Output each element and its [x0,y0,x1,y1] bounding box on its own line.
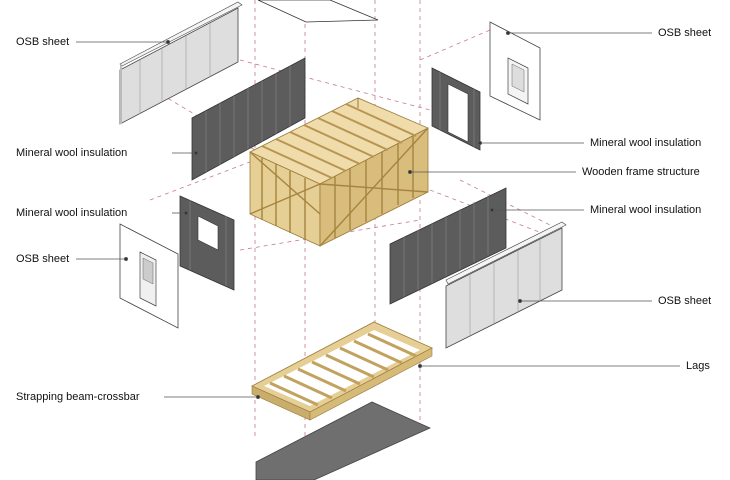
foundation-slab [255,401,431,480]
osb-sheet-right-mid [445,221,567,349]
osb-sheet-right-top [489,21,541,121]
label-lags: Lags [686,360,710,372]
lags-floor-frame [251,321,433,421]
label-mineral-wool-right-mid: Mineral wool insulation [590,204,702,216]
label-osb-sheet-right-mid: OSB sheet [658,295,712,307]
osb-sheet-left-mid [119,223,179,329]
mineral-wool-left-top [191,57,306,181]
roof-panel [257,0,379,23]
label-mineral-wool-left-top: Mineral wool insulation [16,147,128,159]
label-osb-sheet-right-top: OSB sheet [658,27,712,39]
label-strapping-beam-crossbar: Strapping beam-crossbar [16,391,140,403]
mineral-wool-left-mid [179,195,235,291]
label-mineral-wool-left-mid: Mineral wool insulation [16,207,128,219]
label-osb-sheet-left-mid: OSB sheet [16,253,70,265]
mineral-wool-right-mid [389,187,507,305]
wooden-frame [249,97,429,247]
label-mineral-wool-right-top: Mineral wool insulation [590,137,702,149]
osb-sheet-left-top [119,1,243,125]
leader-lines [76,30,680,399]
label-osb-sheet-left-top: OSB sheet [16,36,70,48]
mineral-wool-right-top [431,67,481,151]
label-wooden-frame-structure: Wooden frame structure [582,166,700,178]
